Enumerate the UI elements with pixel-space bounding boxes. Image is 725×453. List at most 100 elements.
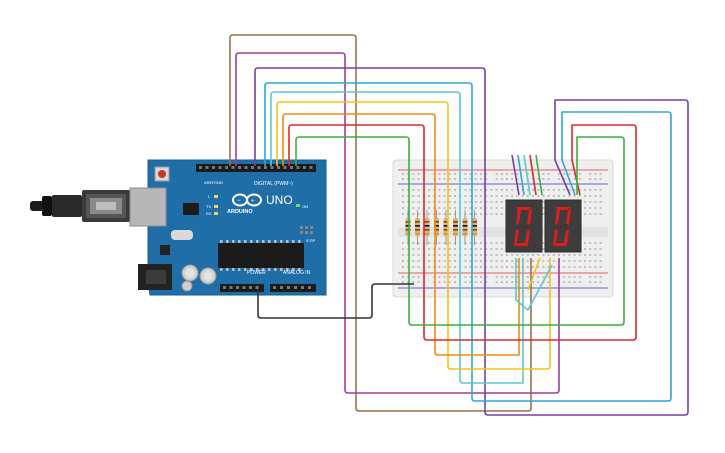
breadboard-hole[interactable]	[532, 254, 534, 256]
breadboard-hole[interactable]	[480, 189, 482, 191]
breadboard-hole[interactable]	[438, 189, 441, 191]
wire-jumper-blue[interactable]	[517, 154, 525, 196]
rail-hole[interactable]	[474, 281, 477, 283]
breadboard-hole[interactable]	[500, 195, 503, 197]
breadboard-hole[interactable]	[584, 242, 586, 244]
rail-hole[interactable]	[506, 178, 508, 180]
rail-hole[interactable]	[589, 178, 592, 180]
breadboard-hole[interactable]	[485, 213, 488, 215]
breadboard-hole[interactable]	[469, 213, 472, 215]
breadboard-hole[interactable]	[474, 248, 477, 250]
rail-hole[interactable]	[547, 178, 550, 180]
power-pin[interactable]	[223, 286, 226, 289]
rail-hole[interactable]	[532, 281, 534, 283]
breadboard-hole[interactable]	[464, 189, 467, 191]
breadboard-hole[interactable]	[480, 266, 482, 268]
breadboard-hole[interactable]	[563, 189, 566, 191]
header-pin[interactable]	[257, 166, 261, 169]
breadboard-hole[interactable]	[448, 189, 451, 191]
rail-hole[interactable]	[500, 178, 503, 180]
breadboard-hole[interactable]	[454, 195, 456, 197]
breadboard-hole[interactable]	[485, 248, 488, 250]
breadboard-hole[interactable]	[511, 195, 514, 197]
breadboard-hole[interactable]	[506, 195, 508, 197]
breadboard-hole[interactable]	[526, 189, 529, 191]
breadboard-hole[interactable]	[454, 266, 456, 268]
header-pin[interactable]	[218, 166, 222, 169]
breadboard-hole[interactable]	[495, 207, 498, 209]
breadboard-hole[interactable]	[454, 207, 456, 209]
breadboard-hole[interactable]	[568, 189, 571, 191]
breadboard-hole[interactable]	[402, 254, 404, 256]
breadboard-hole[interactable]	[443, 207, 446, 209]
breadboard-hole[interactable]	[584, 207, 586, 209]
breadboard-hole[interactable]	[485, 189, 488, 191]
breadboard-hole[interactable]	[573, 189, 576, 191]
breadboard-hole[interactable]	[584, 189, 586, 191]
breadboard-hole[interactable]	[480, 201, 482, 203]
breadboard-hole[interactable]	[412, 242, 415, 244]
breadboard-hole[interactable]	[573, 195, 576, 197]
breadboard-hole[interactable]	[490, 189, 493, 191]
rail-hole[interactable]	[469, 173, 472, 175]
breadboard-hole[interactable]	[584, 260, 586, 262]
breadboard-hole[interactable]	[599, 201, 602, 203]
analog-pin[interactable]	[280, 286, 283, 289]
rail-hole[interactable]	[485, 178, 488, 180]
breadboard-hole[interactable]	[485, 242, 488, 244]
rail-hole[interactable]	[563, 276, 566, 278]
breadboard-hole[interactable]	[428, 242, 430, 244]
breadboard-hole[interactable]	[485, 207, 488, 209]
header-pin[interactable]	[238, 166, 241, 169]
rail-hole[interactable]	[448, 178, 451, 180]
arduino-uno-board[interactable]: DIGITAL (PWM~) AREF GND − + ARDUINO UNO …	[30, 159, 327, 296]
breadboard-hole[interactable]	[511, 260, 514, 262]
breadboard-hole[interactable]	[552, 195, 555, 197]
breadboard-hole[interactable]	[500, 242, 503, 244]
breadboard-hole[interactable]	[542, 266, 545, 268]
rail-hole[interactable]	[500, 276, 503, 278]
breadboard-hole[interactable]	[417, 266, 420, 268]
breadboard-hole[interactable]	[464, 207, 467, 209]
seven-segment-right[interactable]	[544, 199, 582, 253]
breadboard-hole[interactable]	[490, 260, 493, 262]
breadboard-hole[interactable]	[506, 189, 508, 191]
analog-pin[interactable]	[308, 286, 311, 289]
breadboard-hole[interactable]	[573, 266, 576, 268]
header-pin[interactable]	[205, 166, 209, 169]
breadboard-hole[interactable]	[469, 189, 472, 191]
breadboard-hole[interactable]	[469, 260, 472, 262]
rail-hole[interactable]	[417, 173, 420, 175]
rail-hole[interactable]	[568, 281, 571, 283]
header-pin[interactable]	[264, 166, 267, 169]
breadboard-hole[interactable]	[547, 254, 550, 256]
breadboard-hole[interactable]	[563, 195, 566, 197]
rail-hole[interactable]	[469, 281, 472, 283]
breadboard-hole[interactable]	[547, 266, 550, 268]
wire-jumper-green[interactable]	[535, 154, 543, 196]
breadboard-hole[interactable]	[448, 213, 451, 215]
breadboard-hole[interactable]	[500, 213, 503, 215]
rail-hole[interactable]	[480, 276, 482, 278]
breadboard-hole[interactable]	[506, 260, 508, 262]
breadboard-hole[interactable]	[428, 266, 430, 268]
wire-jumper-teal[interactable]	[523, 154, 531, 196]
breadboard-hole[interactable]	[542, 242, 545, 244]
breadboard-hole[interactable]	[599, 260, 602, 262]
rail-hole[interactable]	[506, 276, 508, 278]
breadboard-hole[interactable]	[443, 242, 446, 244]
breadboard-hole[interactable]	[485, 201, 488, 203]
header-pin[interactable]	[251, 166, 254, 169]
breadboard-hole[interactable]	[594, 248, 597, 250]
breadboard-hole[interactable]	[532, 195, 534, 197]
breadboard-hole[interactable]	[589, 213, 592, 215]
breadboard-hole[interactable]	[558, 254, 560, 256]
wire-purple[interactable]	[254, 67, 689, 416]
breadboard-hole[interactable]	[454, 189, 456, 191]
rail-hole[interactable]	[526, 173, 529, 175]
rail-hole[interactable]	[454, 173, 456, 175]
breadboard-hole[interactable]	[500, 201, 503, 203]
breadboard-hole[interactable]	[464, 195, 467, 197]
breadboard-hole[interactable]	[464, 248, 467, 250]
rail-hole[interactable]	[402, 178, 404, 180]
